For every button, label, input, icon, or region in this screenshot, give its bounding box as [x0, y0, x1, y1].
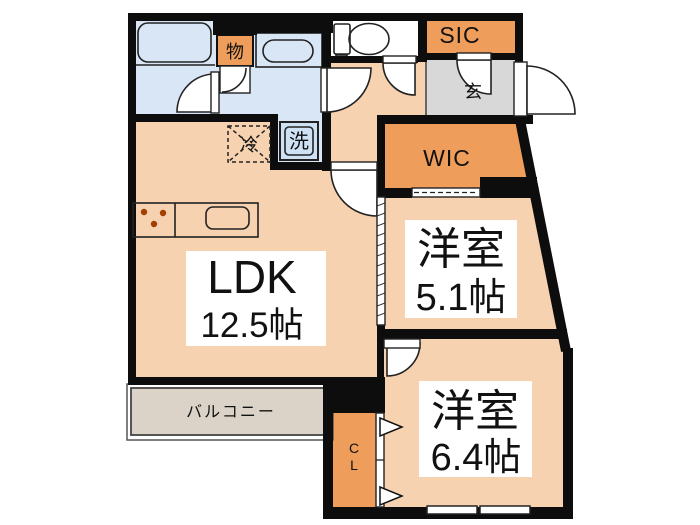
- partition-hatch: [376, 202, 386, 317]
- entrance-label: 玄: [464, 82, 482, 102]
- refrigerator-space: [227, 125, 271, 163]
- wic-area: [385, 124, 534, 188]
- bedroom-a-label: 洋室: [417, 225, 505, 274]
- bedroom-b-door-leaf: [383, 338, 421, 349]
- bathroom-door-leaf: [210, 71, 220, 114]
- entrance-door-arc: [526, 65, 576, 115]
- ldk-partition-sliding-door: [376, 196, 386, 326]
- kitchen-counter: [132, 202, 259, 238]
- washbasin-sink: [262, 39, 314, 63]
- storage-door: [219, 65, 251, 94]
- ldk-size-label: 12.5帖: [200, 306, 303, 345]
- kitchen-counter-top: [132, 202, 259, 238]
- closet-marker-bottom: [379, 485, 404, 507]
- closet-label-l: L: [350, 457, 358, 473]
- closet-label-c: C: [349, 440, 359, 456]
- closet-marker-top: [379, 416, 404, 438]
- ldk-door-arc: [330, 169, 378, 217]
- ldk-label: LDK: [207, 251, 297, 303]
- sic-door-leaf: [456, 52, 492, 61]
- storage-label: 物: [226, 42, 244, 62]
- bedroom-b-label-bg: [419, 381, 532, 477]
- closet-area: [333, 413, 378, 507]
- storage-door-arc: [221, 67, 247, 93]
- stove-burner: [159, 209, 167, 217]
- toilet-door-arc: [382, 62, 416, 96]
- slanted-outer-wall: [514, 114, 571, 352]
- sic-label: SIC: [439, 22, 480, 48]
- toilet-bowl: [348, 22, 390, 56]
- sic-area: [427, 15, 518, 55]
- ldk-label-bg: [186, 251, 326, 346]
- bedroom-a-label-bg: [405, 220, 517, 318]
- bedroom-b-window-pane-left: [426, 505, 478, 515]
- washer-box: [279, 121, 319, 161]
- balcony-label: バルコニー: [186, 404, 276, 421]
- toilet-tank: [333, 23, 351, 55]
- bedroom-a-size-label: 5.1帖: [416, 277, 507, 319]
- refrigerator-label: 冷: [240, 135, 258, 155]
- bedroom-b-label: 洋室: [431, 387, 519, 436]
- stove-burner: [150, 220, 158, 228]
- entrance-door-frame: [513, 61, 528, 117]
- toilet-door-leaf: [382, 55, 417, 64]
- washer-label: 洗: [289, 130, 309, 153]
- wic-label: WIC: [423, 145, 471, 171]
- bedroom-b-window-pane-right: [479, 505, 531, 515]
- bathtub: [137, 22, 212, 63]
- washroom-door-arc: [326, 67, 372, 113]
- ldk-door-leaf: [330, 161, 378, 171]
- sic-door-arc: [456, 59, 492, 95]
- doors: [176, 52, 576, 515]
- stove-burner: [140, 208, 148, 216]
- kitchen-sink: [205, 206, 250, 230]
- bedroom-b-size-label: 6.4帖: [431, 437, 522, 479]
- balcony-area: [130, 387, 328, 436]
